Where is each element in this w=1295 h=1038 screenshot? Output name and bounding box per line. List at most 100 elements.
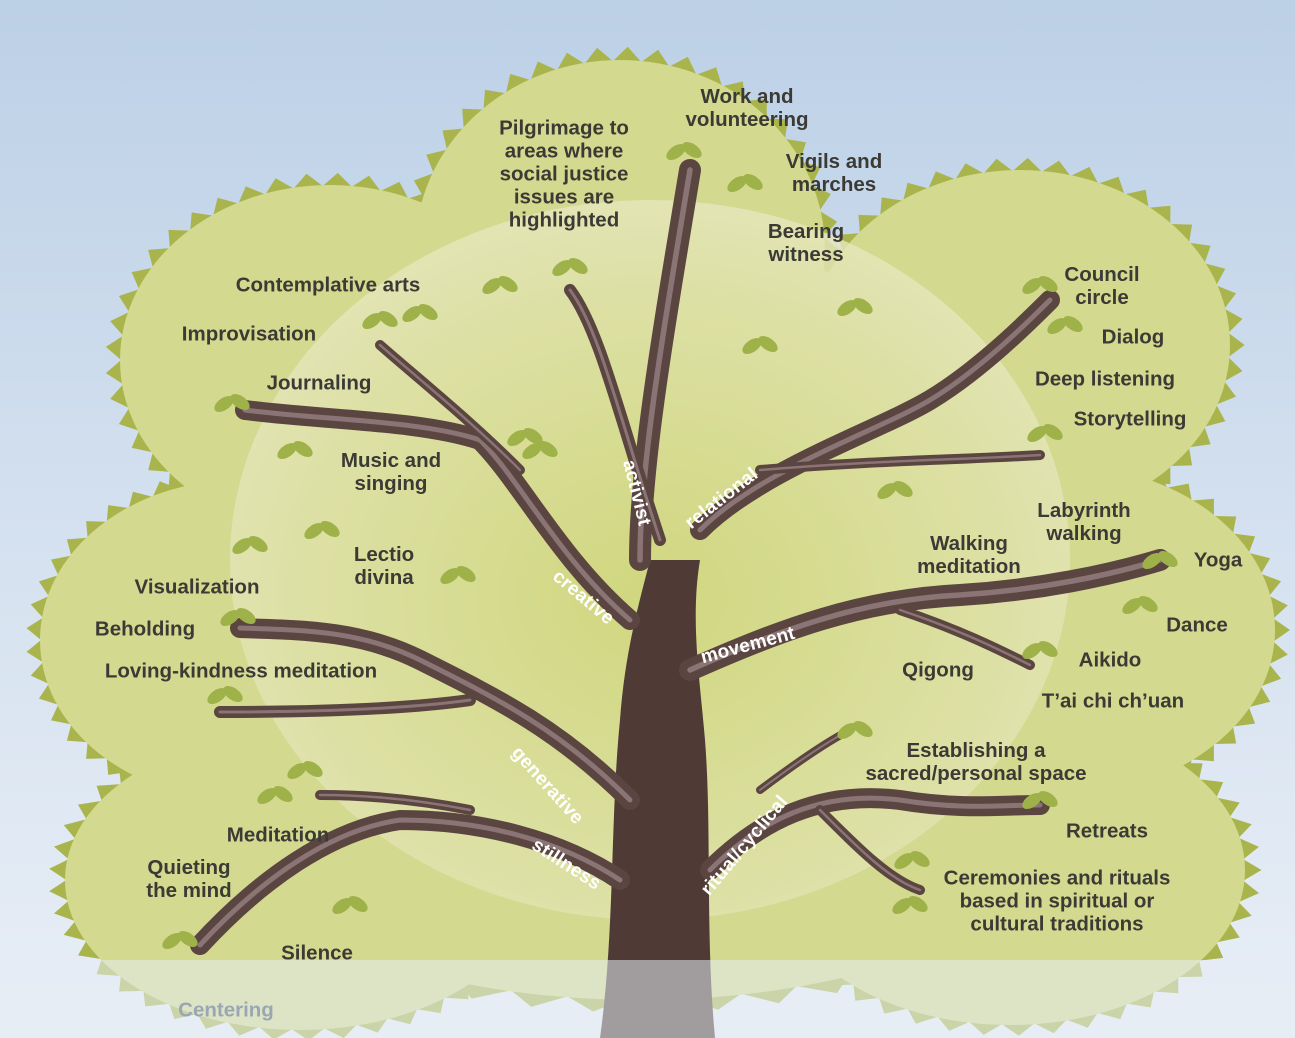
leaf — [1158, 551, 1178, 567]
creative-branch-highlight — [242, 407, 633, 623]
leaf — [853, 298, 873, 314]
leaf — [742, 338, 762, 354]
leaf — [320, 521, 340, 537]
label-lectio-divina: Lectio divina — [353, 543, 415, 589]
leaf — [214, 396, 234, 412]
label-vigils-and-marches: Vigils and marches — [785, 150, 883, 196]
leaf — [273, 786, 293, 802]
label-council-circle: Council circle — [1064, 263, 1140, 309]
ritual-branch-highlight — [707, 795, 1043, 873]
leaf — [162, 933, 182, 949]
label-meditation: Meditation — [226, 823, 330, 847]
leaf — [236, 608, 256, 624]
label-music-and-singing: Music and singing — [340, 449, 442, 495]
leaf — [837, 300, 857, 316]
leaf — [178, 931, 198, 947]
leaf — [304, 523, 324, 539]
label-dialog: Dialog — [1101, 325, 1165, 349]
leaf — [908, 896, 928, 912]
leaf — [1122, 598, 1142, 614]
activist-branch-highlight — [637, 167, 693, 563]
leaf — [523, 428, 543, 444]
leaf — [303, 761, 323, 777]
label-walking-meditation: Walking meditation — [917, 532, 1021, 578]
leaf — [482, 278, 502, 294]
leaf — [552, 260, 572, 276]
leaf — [743, 174, 763, 190]
leaf — [1027, 426, 1047, 442]
leaf — [348, 896, 368, 912]
label-pilgrimage: Pilgrimage to areas where social justice… — [499, 116, 629, 232]
relational-sub-branch-highlight — [758, 453, 1042, 472]
leaf — [293, 441, 313, 457]
movement-branch-highlight — [687, 557, 1163, 673]
label-work-and-volunteering: Work and volunteering — [685, 85, 809, 131]
creative-sub-branch-highlight — [378, 343, 522, 472]
label-improvisation: Improvisation — [181, 322, 317, 346]
leaf — [362, 313, 382, 329]
leaf — [207, 688, 227, 704]
label-visualization: Visualization — [134, 575, 260, 599]
label-bearing-witness: Bearing witness — [767, 220, 845, 266]
label-quieting-the-mind: Quieting the mind — [146, 856, 232, 902]
leaf — [1142, 553, 1162, 569]
label-silence: Silence — [281, 941, 353, 965]
label-storytelling: Storytelling — [1073, 407, 1187, 431]
leaf — [507, 430, 527, 446]
leaf — [1022, 278, 1042, 294]
leaf — [853, 721, 873, 737]
leaf — [877, 483, 897, 499]
leaf — [837, 723, 857, 739]
leaf — [892, 898, 912, 914]
leaf — [498, 276, 518, 292]
leaf — [287, 763, 307, 779]
leaf — [440, 568, 460, 584]
label-labyrinth-walking: Labyrinth walking — [1037, 499, 1131, 545]
leaf — [257, 788, 277, 804]
leaf — [1022, 643, 1042, 659]
label-ceremonies-and-rituals: Ceremonies and rituals based in spiritua… — [943, 866, 1171, 936]
leaf — [727, 176, 747, 192]
label-journaling: Journaling — [266, 371, 372, 395]
leaf — [232, 538, 252, 554]
stillness-branch-highlight — [197, 817, 623, 948]
leaf-clusters — [162, 142, 1178, 949]
label-establishing-sacred-space: Establishing a sacred/personal space — [865, 739, 1087, 785]
leaf — [1047, 318, 1067, 334]
leaf — [910, 851, 930, 867]
leaf — [1063, 316, 1083, 332]
leaf — [538, 441, 558, 457]
label-taichi-chuan: T’ai chi ch’uan — [1041, 689, 1185, 713]
leaf — [1022, 793, 1042, 809]
label-contemplative-arts: Contemplative arts — [235, 273, 421, 297]
activist-sub-branch-highlight — [568, 288, 662, 542]
leaf — [378, 311, 398, 327]
leaf — [758, 336, 778, 352]
leaf — [894, 853, 914, 869]
leaf — [248, 536, 268, 552]
leaf — [418, 304, 438, 320]
leaf — [402, 306, 422, 322]
leaf — [522, 443, 542, 459]
label-deep-listening: Deep listening — [1034, 367, 1176, 391]
leaf — [682, 142, 702, 158]
leaf — [223, 686, 243, 702]
leaf — [893, 481, 913, 497]
leaf — [1038, 276, 1058, 292]
label-qigong: Qigong — [902, 658, 974, 682]
leaf — [456, 566, 476, 582]
label-yoga: Yoga — [1193, 548, 1243, 572]
stillness-sub-branch-highlight — [318, 793, 472, 812]
ground-fade — [0, 960, 1295, 1038]
leaf — [666, 144, 686, 160]
movement-sub-branch-highlight — [898, 608, 1032, 667]
leaf — [1038, 641, 1058, 657]
label-aikido: Aikido — [1078, 648, 1142, 672]
leaf — [332, 898, 352, 914]
label-dance: Dance — [1166, 613, 1228, 637]
generative-sub-branch-highlight — [218, 698, 472, 714]
label-loving-kindness-meditation: Loving-kindness meditation — [104, 659, 378, 683]
relational-branch-highlight — [697, 297, 1053, 533]
